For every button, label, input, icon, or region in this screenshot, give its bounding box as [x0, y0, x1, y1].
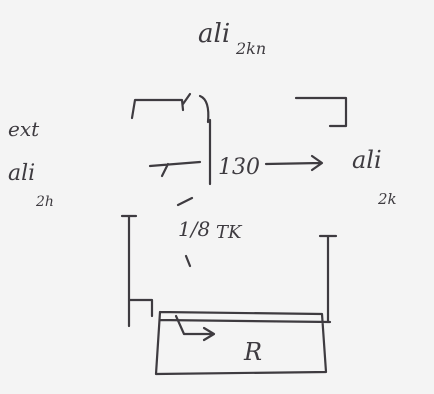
right-label-subscript: 2k	[377, 190, 397, 208]
left-wall	[120, 214, 154, 328]
left-label-ext: ext	[8, 117, 40, 141]
right-wall	[318, 234, 338, 324]
bottom-label: R	[243, 338, 262, 366]
container-box	[154, 310, 332, 376]
right-arrow	[264, 154, 324, 172]
left-label-2h: 2h	[35, 194, 54, 210]
top-left-bracket	[130, 92, 210, 124]
fraction-strokes	[176, 196, 194, 268]
horizontal-stub	[148, 160, 202, 178]
left-label-ali: ali	[8, 161, 35, 186]
top-right-bracket	[294, 96, 348, 128]
top-label-subscript: 2kn	[235, 39, 266, 58]
center-value: 130	[218, 155, 260, 180]
top-label: ali	[198, 19, 230, 49]
fraction-label: 1/8	[178, 217, 210, 241]
box-text-label: TK	[216, 222, 243, 243]
inner-arrow	[174, 314, 216, 342]
right-label: ali	[352, 146, 382, 174]
